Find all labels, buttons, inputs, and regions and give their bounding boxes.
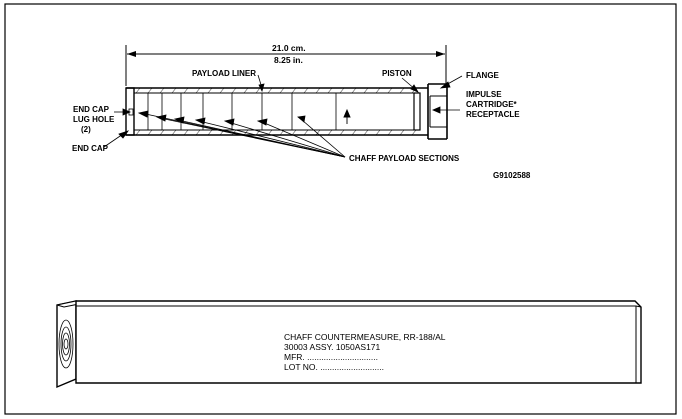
flange xyxy=(427,83,448,140)
label-chaff-sections: CHAFF PAYLOAD SECTIONS xyxy=(349,154,460,163)
tube-body xyxy=(125,83,448,140)
nameplate: CHAFF COUNTERMEASURE, RR-188/AL 30003 AS… xyxy=(284,332,446,372)
dimension-imperial: 8.25 in. xyxy=(274,55,303,65)
end-cap-exterior xyxy=(56,300,85,389)
dimension-line: 21.0 cm. 8.25 in. xyxy=(125,43,447,86)
label-end-cap-lug-1: END CAP xyxy=(73,105,110,114)
exterior-view: CHAFF COUNTERMEASURE, RR-188/AL 30003 AS… xyxy=(56,300,642,389)
figure-id: G9102588 xyxy=(493,171,531,180)
leader-lines xyxy=(103,74,463,158)
cutaway-view: 21.0 cm. 8.25 in. xyxy=(72,43,531,180)
label-end-cap-lug-3: (2) xyxy=(81,125,91,134)
label-end-cap-lug-2: LUG HOLE xyxy=(73,115,115,124)
label-impulse-3: RECEPTACLE xyxy=(466,110,520,119)
label-payload-liner: PAYLOAD LINER xyxy=(192,69,256,78)
label-impulse-1: IMPULSE xyxy=(466,90,502,99)
label-end-cap: END CAP xyxy=(72,144,109,153)
label-flange: FLANGE xyxy=(466,71,500,80)
chaff-section-dividers xyxy=(147,93,337,130)
section-arrows xyxy=(343,108,351,124)
nameplate-title: CHAFF COUNTERMEASURE, RR-188/AL xyxy=(284,332,446,342)
nameplate-lot: LOT NO. ........................... xyxy=(284,362,384,372)
nameplate-mfr: MFR. .............................. xyxy=(284,352,378,362)
nameplate-assy: 30003 ASSY. 1050AS171 xyxy=(284,342,381,352)
figure-border xyxy=(4,3,677,415)
label-piston: PISTON xyxy=(382,69,412,78)
exterior-body xyxy=(75,300,642,384)
dimension-metric: 21.0 cm. xyxy=(272,43,306,53)
label-impulse-2: CARTRIDGE* xyxy=(466,100,518,109)
piston xyxy=(413,92,421,131)
